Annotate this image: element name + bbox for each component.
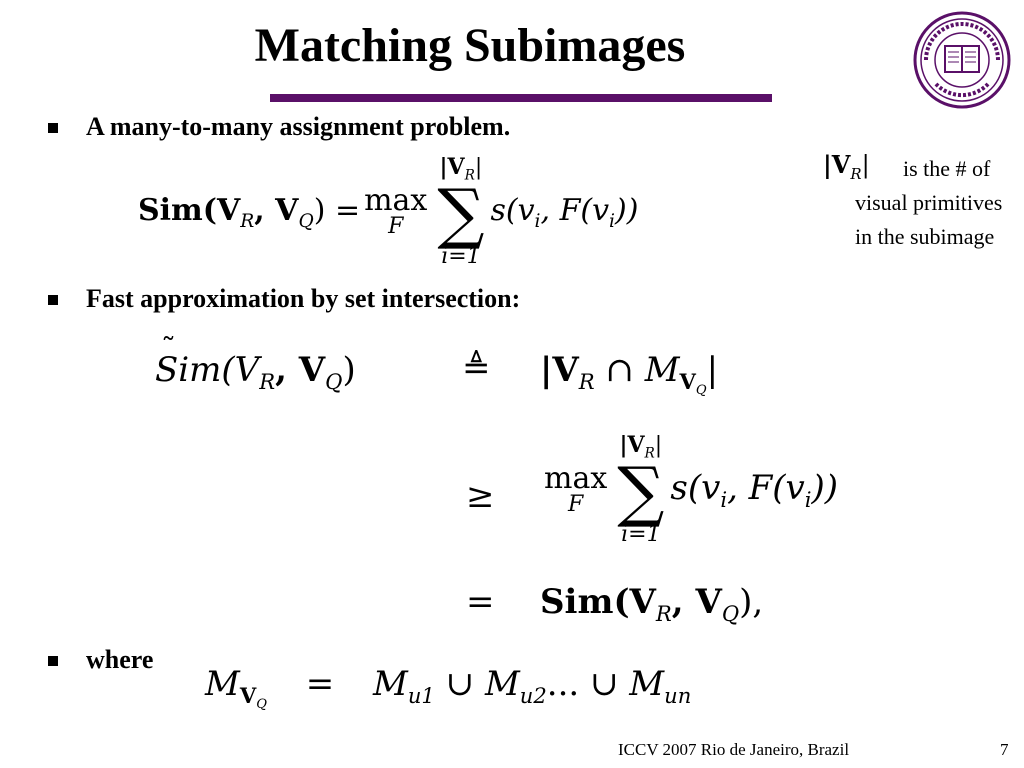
bullet-marker — [48, 656, 58, 666]
equation-approx-definition: ˜Sim(VR, VQ) — [155, 332, 356, 394]
summation-operator: |VR| ∑ i=1 — [437, 154, 485, 269]
greater-equal-symbol: ≥ — [466, 476, 495, 516]
title-underline — [270, 94, 772, 102]
side-note: |VR| is the # of visual primitives in th… — [823, 150, 1015, 254]
slide-title: Matching Subimages — [254, 19, 686, 72]
northwestern-university-seal-icon — [912, 10, 1012, 110]
defined-as-symbol: ≜ — [462, 348, 491, 388]
equation-approx-rhs: |VR ∩ MVQ| — [540, 350, 719, 398]
equals-symbol: = — [466, 582, 495, 622]
bullet-text: where — [86, 645, 154, 674]
summation-operator: |VR| ∑ i=1 — [617, 432, 665, 547]
bullet-text: Fast approximation by set intersection: — [86, 284, 521, 313]
page-number: 7 — [1000, 740, 1009, 759]
footer-venue: ICCV 2007 Rio de Janeiro, Brazil — [618, 740, 850, 759]
bullet-marker — [48, 123, 58, 133]
equation-equals-sim: Sim(VR, VQ), — [540, 582, 764, 626]
bullet-marker — [48, 295, 58, 305]
bullet-text: A many-to-many assignment problem. — [86, 112, 511, 141]
equation-union-definition: MVQ = Mu1 ∪ Mu2... ∪ Mun — [205, 664, 692, 712]
side-note-text: is the # of visual primitives in the sub… — [855, 156, 1003, 249]
